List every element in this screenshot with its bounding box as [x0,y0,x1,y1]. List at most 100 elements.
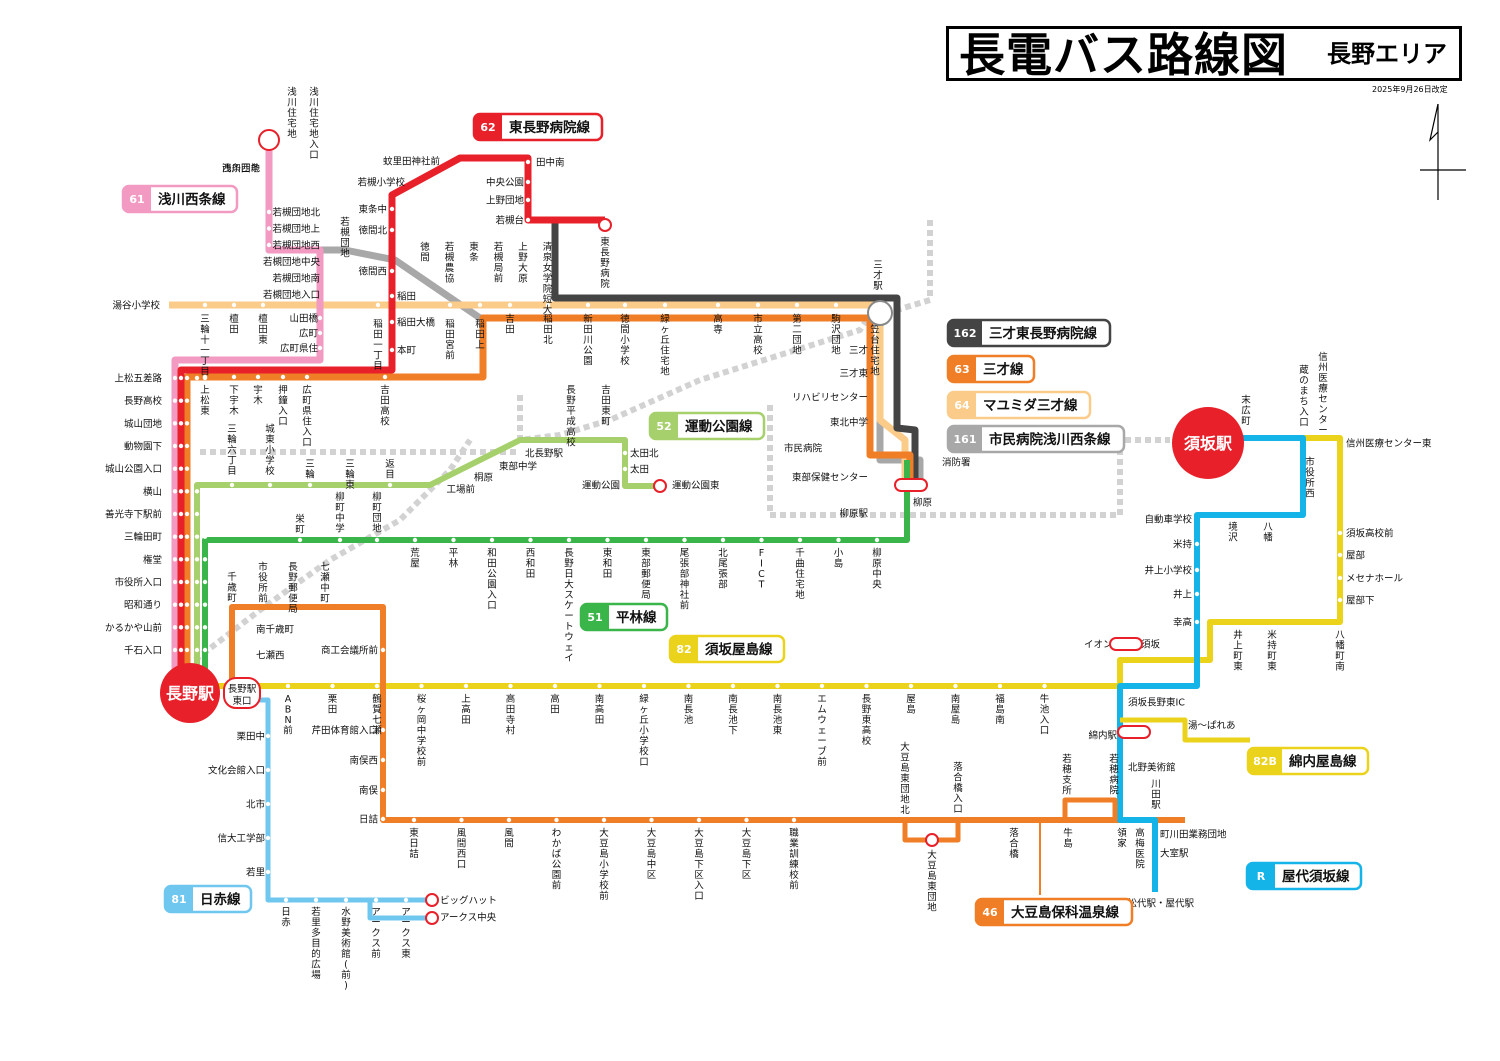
stop-marker [297,537,303,543]
stop-label: 前 [371,948,381,960]
stop-label: 吉 [505,314,515,325]
stop-label: 豆 [742,839,752,850]
stop-label: 上松五差路 [114,373,162,385]
stop-label: 北長野駅 [525,449,564,460]
stop-marker [172,489,178,494]
stop-label: 町 [1233,651,1243,662]
stop-label: 院 [543,283,553,295]
stop-label: 女 [543,262,553,274]
stop-label: 須坂長野東IC [1128,697,1185,709]
stop-label: 目 [311,939,321,950]
stop-label: 野 [341,918,351,929]
stop-label: リハビリセンター [792,393,868,404]
stop-marker [178,375,184,381]
stop-label: 北 [543,335,553,346]
stop-label: 大 [927,849,937,861]
legend-number: 52 [656,420,671,433]
stop-label: 北野美術館 [1128,762,1176,774]
stop-label: 詰 [409,848,419,860]
stop-label: 条 [469,252,479,264]
stop-marker [266,226,272,231]
stop-label: 部 [718,579,728,591]
stop-label: 学 [639,735,649,747]
stop-label: 長 [728,705,738,716]
stop-marker [374,683,380,689]
stop-marker [864,683,869,689]
stop-marker [720,537,726,543]
legend-swatch [474,114,502,140]
stop-label: 所 [1305,478,1315,489]
stop-label: 団 [340,238,350,249]
stop-label: 穂 [1109,764,1119,776]
stop-marker [1337,552,1343,558]
stop-marker [202,511,208,517]
stop-marker [172,557,178,562]
stop-label: 宇 [229,395,239,407]
north-arrow-icon [1420,103,1466,200]
stop-label: 口 [953,804,963,815]
stop-label: 和 [526,559,536,570]
stop-label: ー [371,918,381,929]
stop-label: 院 [1135,859,1145,871]
stop-label: 高 [380,405,390,417]
stop-label: 立 [753,324,763,336]
title-box: 長電バス路線図 長野エリア [946,26,1462,81]
stop-label: 大 [694,827,704,839]
stop-marker [389,319,395,325]
stop-label: 市民病院 [784,443,823,455]
stop-label: 大 [543,304,553,316]
stop-marker [419,683,424,689]
stop-label: 学 [599,869,609,881]
stop-label: 医 [1135,849,1145,860]
stop-label: 大 [742,827,752,839]
stop-label: 緑 [639,693,649,705]
stop-label: 運動公園東 [672,480,720,492]
stop-label: 田 [543,325,553,336]
route-line-51 [202,460,910,680]
stop-label: 田 [601,396,611,407]
stop-label: 地 [795,589,805,601]
stop-label: 綿内駅 [1088,730,1117,742]
stop-label: 桐原 [474,472,493,484]
terminus-marker [425,893,439,907]
stop-label: 市 [1305,456,1315,468]
stop-marker [791,817,797,823]
stop-label: 若槻団地北 [272,207,320,219]
stop-marker [317,330,323,336]
stop-label: 町 [335,503,345,514]
stop-label: 中 [335,512,345,524]
stop-label: 檀 [229,313,239,325]
stop-marker [622,466,628,472]
stop-label: 上 [475,340,485,351]
stop-label: 島 [599,848,609,860]
stop-label: 柳 [872,547,882,559]
stop-label: 田 [526,569,536,580]
stop-label: 原 [518,274,528,285]
stop-label: 口 [487,601,497,612]
stop-label: 木 [229,405,239,417]
stop-label: 笠 [870,324,880,336]
stop-label: 境 [1228,521,1238,533]
stop-label: 東 [641,547,651,559]
stop-marker [597,683,602,689]
stop-label: 学 [265,455,275,467]
stop-marker [797,537,803,543]
stop-marker [568,374,574,380]
stop-marker [194,489,200,494]
route-line-63 [183,314,914,680]
stop-label: 一 [200,346,210,357]
stop-label: イ [564,653,574,664]
stop-label: 南 [995,714,1005,726]
stop-marker [1194,567,1200,573]
stop-label: 緑 [660,313,670,325]
stop-marker [178,511,184,517]
route-line-82b [1120,717,1250,743]
stop-label: 住 [309,107,319,119]
route-line-r [1117,435,1306,892]
stop-marker [172,375,178,381]
stop-label: 長野高校 [124,395,163,407]
legend-swatch [948,356,976,382]
